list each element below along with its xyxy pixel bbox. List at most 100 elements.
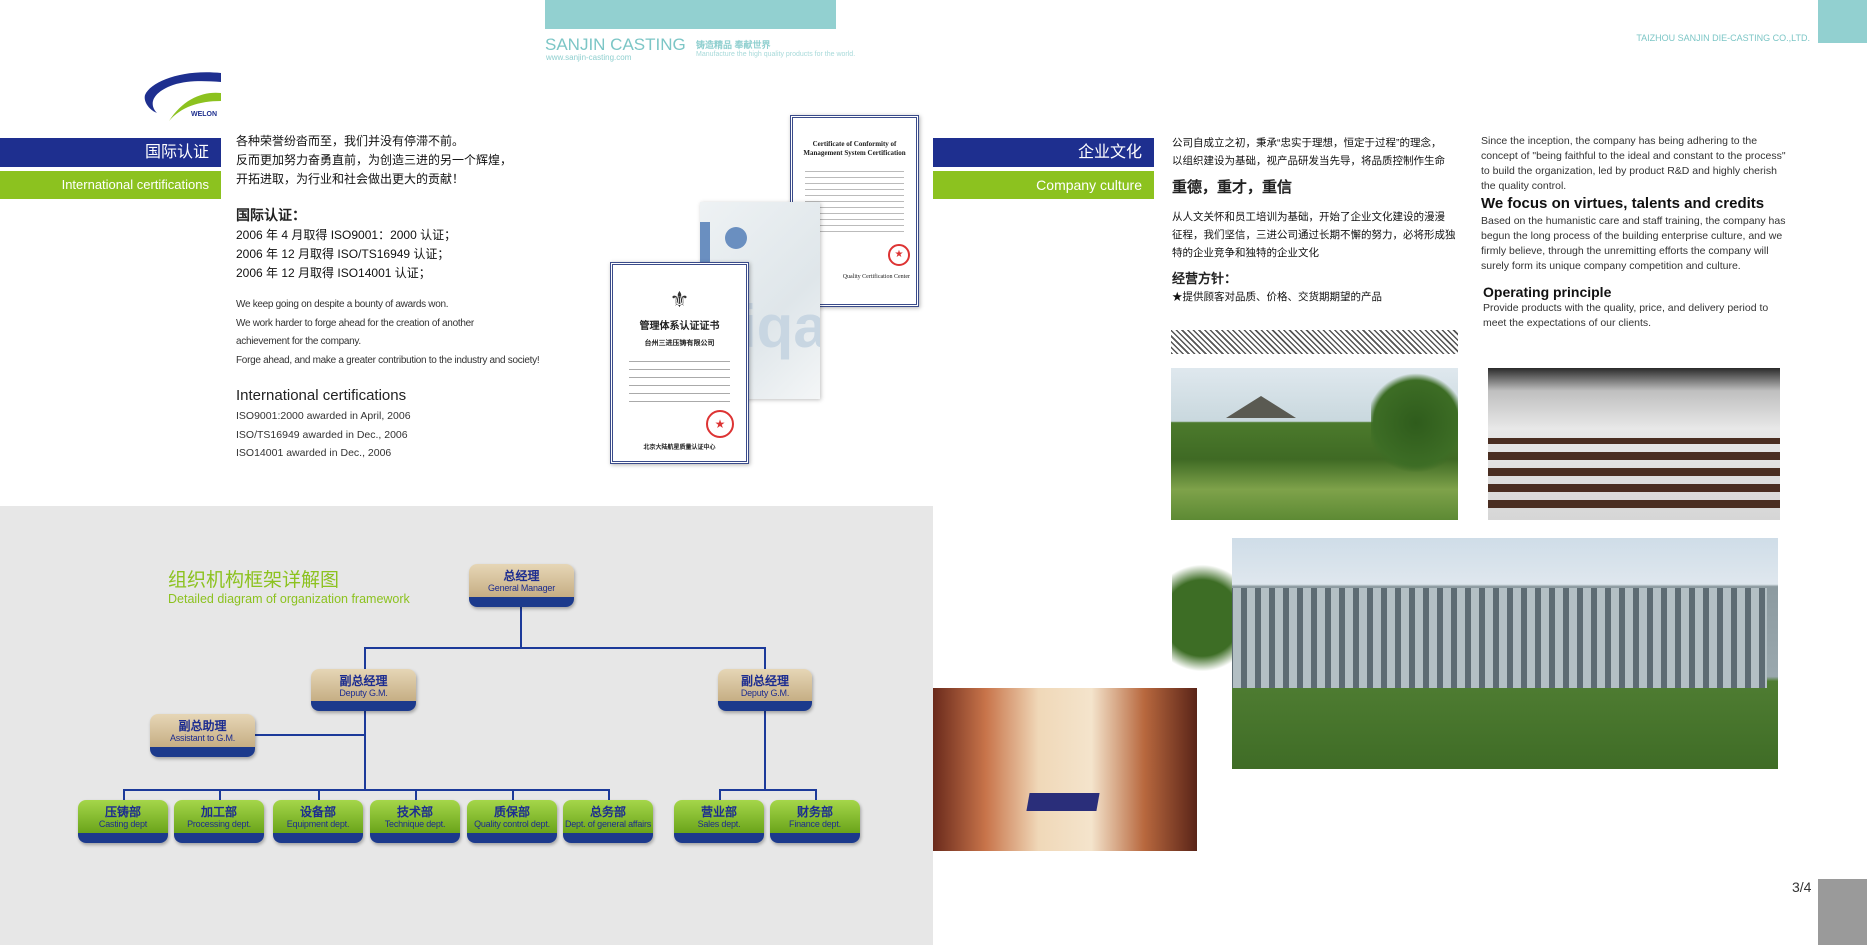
connector bbox=[520, 607, 522, 648]
connector bbox=[318, 789, 320, 800]
dept-name-cn: 质保部 bbox=[493, 805, 530, 819]
brand-url: www.sanjin-casting.com bbox=[546, 53, 632, 62]
culture-title-en: Company culture bbox=[933, 171, 1154, 199]
text-line: Forge ahead, and make a greater contribu… bbox=[236, 354, 540, 366]
section-title-cn: 国际认证 bbox=[0, 138, 221, 167]
dept-name-en: Technique dept. bbox=[384, 819, 446, 829]
top-accent-bar bbox=[545, 0, 836, 29]
dept-name-cn: 财务部 bbox=[796, 805, 833, 819]
connector bbox=[364, 647, 765, 649]
photo-pavilion-garden bbox=[1171, 368, 1458, 520]
principle-title-cn: 经营方针： bbox=[1172, 271, 1238, 286]
text-line: 反而更加努力奋勇直前，为创造三进的另一个辉煌， bbox=[236, 153, 513, 167]
certificate-footer: Quality Certification Center bbox=[842, 274, 910, 280]
text-line: 开拓进取，为行业和社会做出更大的贡献！ bbox=[236, 172, 465, 186]
dept-name-cn: 压铸部 bbox=[104, 805, 141, 819]
dept-name-en: Quality control dept. bbox=[474, 819, 550, 829]
cert-list-en: International certifications ISO9001:200… bbox=[236, 385, 411, 463]
cert-intro-cn: 各种荣誉纷沓而至，我们并没有停滞不前。 反而更加努力奋勇直前，为创造三进的另一个… bbox=[236, 132, 512, 189]
dept-name-en: Processing dept. bbox=[187, 819, 251, 829]
text-line: 以组织建设为基础，视产品研发当先导，将品质控制作生命 bbox=[1172, 155, 1445, 167]
text-line: achievement for the company. bbox=[236, 336, 361, 347]
certificate-title: Certificate of Conformity of Management … bbox=[803, 140, 906, 157]
motto-cn: 重德，重才，重信 bbox=[1172, 179, 1293, 196]
text-line: Provide products with the quality, price… bbox=[1483, 302, 1769, 314]
cert-intro-en: We keep going on despite a bounty of awa… bbox=[236, 296, 540, 370]
text-line: Since the inception, the company has bei… bbox=[1481, 135, 1758, 147]
dept-name-cn: 设备部 bbox=[299, 805, 336, 819]
dept-name-en: Dept. of general affairs bbox=[564, 819, 652, 829]
connector bbox=[719, 789, 721, 800]
culture-cn-column: 公司自成立之初，秉承“忠实于理想，恒定于过程”的理念， 以组织建设为基础，视产品… bbox=[1172, 134, 1472, 306]
culture-title-cn: 企业文化 bbox=[933, 138, 1154, 167]
connector bbox=[608, 789, 610, 800]
connector bbox=[764, 647, 766, 669]
list-item: 2006 年 4 月取得 ISO9001：2000 认证； bbox=[236, 228, 457, 242]
dept-name-cn: 营业部 bbox=[700, 805, 737, 819]
photo-table-tennis-room bbox=[933, 688, 1197, 851]
text-line: 征程，我们坚信，三进公司通过长期不懈的努力，必将形成独 bbox=[1172, 229, 1456, 241]
connector bbox=[719, 789, 816, 791]
dept-name-en: Equipment dept. bbox=[286, 819, 350, 829]
company-name: TAIZHOU SANJIN DIE-CASTING CO.,LTD. bbox=[1636, 33, 1810, 43]
dept-name-cn: 加工部 bbox=[200, 805, 237, 819]
text-line: 各种荣誉纷沓而至，我们并没有停滞不前。 bbox=[236, 134, 465, 148]
cert-list-cn: 国际认证： 2006 年 4 月取得 ISO9001：2000 认证； 2006… bbox=[236, 204, 456, 283]
dept-name-en: Finance dept. bbox=[789, 819, 841, 829]
text-line: 公司自成立之初，秉承“忠实于理想，恒定于过程”的理念， bbox=[1172, 137, 1442, 149]
org-title-en: Detailed diagram of organization framewo… bbox=[168, 592, 410, 606]
connector bbox=[764, 711, 766, 790]
connector bbox=[415, 789, 417, 800]
section-title-en: International certifications bbox=[0, 171, 221, 199]
org-title-cn: 组织机构框架详解图 bbox=[168, 570, 340, 591]
certificate-footer: 北京大陆航星质量认证中心 bbox=[643, 445, 716, 451]
hatched-divider bbox=[1171, 330, 1458, 354]
text-line: meet the expectations of our clients. bbox=[1483, 317, 1652, 329]
list-title: International certifications bbox=[236, 387, 407, 404]
brand-name: SANJIN CASTING bbox=[545, 35, 686, 54]
slogan-cn: 铸造精品 奉献世界 bbox=[696, 40, 771, 50]
list-title: 国际认证： bbox=[236, 207, 306, 223]
text-line: Based on the humanistic care and staff t… bbox=[1481, 215, 1786, 227]
list-item: ISO/TS16949 awarded in Dec., 2006 bbox=[236, 428, 408, 441]
text-line: begun the long process of the building e… bbox=[1481, 230, 1783, 242]
list-item: ISO9001:2000 awarded in April, 2006 bbox=[236, 410, 411, 422]
corner-accent-top bbox=[1818, 0, 1867, 43]
corner-accent-bottom bbox=[1818, 879, 1867, 945]
logo-text: WELON bbox=[191, 111, 218, 118]
text-line: concept of "being faithful to the ideal … bbox=[1481, 150, 1786, 162]
text-line: We work harder to forge ahead for the cr… bbox=[236, 317, 474, 329]
motto-en: We focus on virtues, talents and credits bbox=[1481, 195, 1765, 212]
text-line: firmly believe, through the unremitting … bbox=[1481, 245, 1769, 257]
dept-name-en: Sales dept. bbox=[697, 819, 741, 829]
culture-en-column: Since the inception, the company has bei… bbox=[1481, 134, 1791, 331]
certificate-title: 管理体系认证证书 bbox=[639, 321, 720, 332]
principle-cn: ★提供顾客对品质、价格、交货期期望的产品 bbox=[1172, 291, 1382, 303]
connector bbox=[364, 647, 366, 669]
connector bbox=[219, 789, 221, 800]
connector bbox=[364, 711, 366, 790]
page-number: 3/4 bbox=[1792, 879, 1812, 895]
text-line: We keep going on despite a bounty of awa… bbox=[236, 299, 449, 310]
photo-factory-building bbox=[1172, 538, 1778, 769]
text-line: 从人文关怀和员工培训为基础，开始了企业文化建设的漫漫 bbox=[1172, 211, 1445, 223]
principle-title-en: Operating principle bbox=[1483, 284, 1612, 300]
org-chart-panel bbox=[0, 506, 933, 945]
text-line: 特的企业竞争和独特的企业文化 bbox=[1172, 247, 1319, 259]
list-item: 2006 年 12 月取得 ISO14001 认证； bbox=[236, 266, 431, 280]
certificate-company: 台州三进压铸有限公司 bbox=[644, 339, 715, 347]
list-item: ISO14001 awarded in Dec., 2006 bbox=[236, 447, 392, 459]
slogan-en: Manufacture the high quality products fo… bbox=[696, 51, 856, 58]
text-line: the quality control. bbox=[1481, 180, 1567, 192]
dept-name-cn: 总务部 bbox=[589, 805, 626, 819]
certificate-front: ⚜ 管理体系认证证书 台州三进压铸有限公司 ★ 北京大陆航星质量认证中心 bbox=[610, 262, 749, 464]
